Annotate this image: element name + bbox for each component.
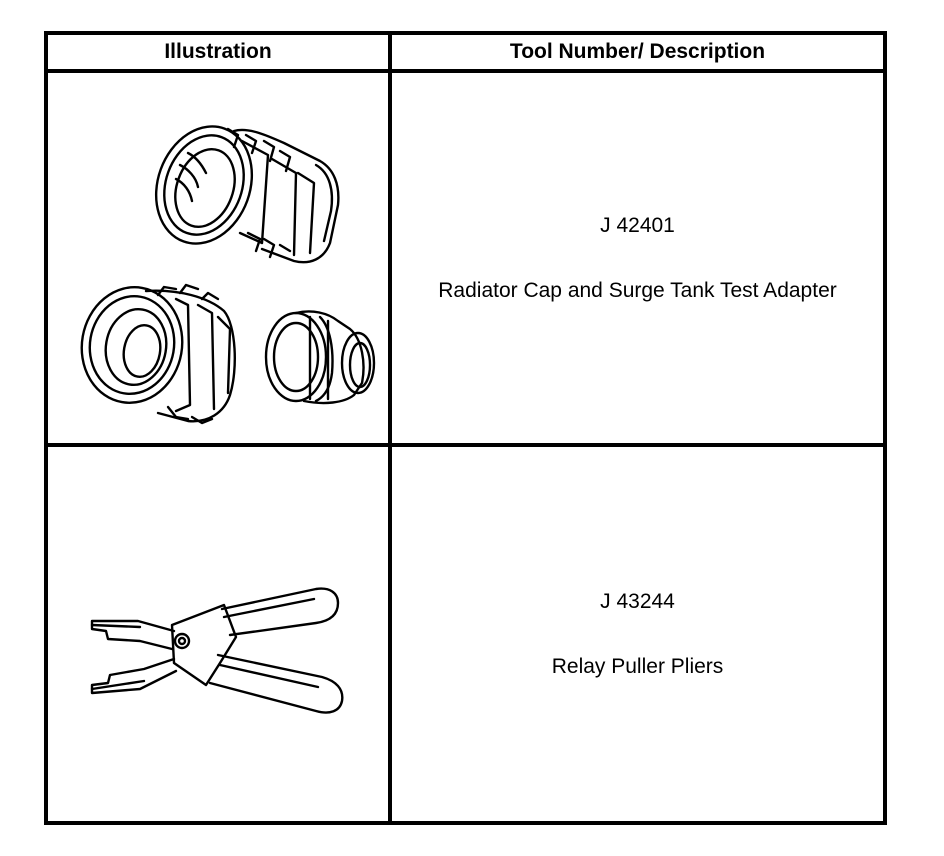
table-row-illustration [48, 73, 392, 447]
tool-description: Radiator Cap and Surge Tank Test Adapter [438, 279, 837, 302]
table-row-description: J 43244 Relay Puller Pliers [392, 447, 883, 821]
tool-number: J 43244 [600, 590, 675, 613]
tool-table: Illustration Tool Number/ Description [44, 31, 887, 825]
header-illustration-label: Illustration [164, 40, 272, 63]
header-illustration: Illustration [48, 35, 392, 73]
radiator-cap-adapter-icon [80, 125, 376, 425]
header-description-label: Tool Number/ Description [509, 40, 766, 63]
tool-description: Relay Puller Pliers [551, 655, 724, 678]
table-row-illustration [48, 447, 392, 821]
relay-puller-pliers-icon [90, 587, 344, 714]
table-row-description: J 42401 Radiator Cap and Surge Tank Test… [392, 73, 883, 447]
header-description: Tool Number/ Description [392, 35, 883, 73]
tool-number: J 42401 [600, 214, 675, 237]
